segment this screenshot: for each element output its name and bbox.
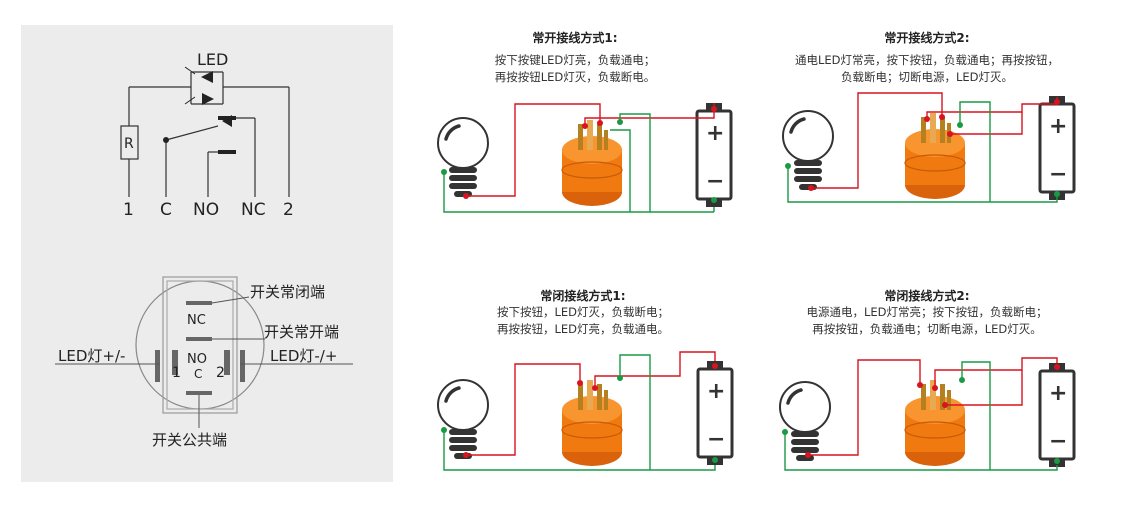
panel-4-title: 常闭接线方式2: (884, 289, 970, 303)
panel-2-line-2: 负载断电；切断电源，LED灯灭。 (840, 70, 1014, 84)
label-led-left: LED灯+/- (58, 347, 125, 365)
battery-plus-2: + (1049, 114, 1067, 139)
panel-2-desc: 通电LED灯常亮，按下按钮，负载通电；再按按钮， 负载断电；切断电源，LED灯灭… (777, 52, 1077, 86)
panel-1-title: 常开接线方式1: (532, 31, 618, 45)
pin-c-mark: C (194, 367, 202, 381)
pin-2-mark: 2 (216, 365, 225, 381)
pin-nc-mark: NC (187, 313, 206, 328)
label-switch-common: 开关公共端 (152, 431, 227, 449)
panel-1-desc: 按下按键LED灯亮，负载通电； 再按按钮LED灯灭，负载断电。 (455, 52, 695, 86)
label-switch-no: 开关常开端 (264, 323, 339, 341)
pinout-drawing (135, 276, 265, 414)
terminal-c: C (160, 200, 172, 220)
panel-3-desc: 按下按钮，LED灯灭，负载断电； 再按按钮，LED灯亮，负载通电。 (463, 304, 703, 338)
terminal-no: NO (193, 200, 219, 220)
label-led-right: LED灯-/+ (270, 347, 337, 365)
pinout-leaders (55, 296, 353, 428)
schematic (120, 71, 290, 197)
wiring-panel-2: + − (781, 92, 1076, 203)
terminal-2: 2 (283, 200, 294, 220)
pin-no-mark: NO (187, 352, 207, 367)
panel-2-line-1: 通电LED灯常亮，按下按钮，负载通电；再按按钮， (794, 53, 1060, 67)
label-switch-nc: 开关常闭端 (250, 283, 325, 301)
panel-4-desc: 电源通电，LED灯常亮；按下按钮，负载断电； 再按按钮，负载通电；切断电源，LE… (787, 304, 1067, 338)
panel-1-line-2: 再按按钮LED灯灭，负载断电。 (494, 70, 656, 84)
panel-4-line-2: 再按按钮，负载通电；切断电源，LED灯灭。 (812, 322, 1042, 336)
resistor-label: R (124, 136, 134, 152)
terminal-nc: NC (241, 200, 266, 220)
panel-3-line-2: 再按按钮，LED灯亮，负载通电。 (496, 322, 670, 336)
panel-4-line-1: 电源通电，LED灯常亮；按下按钮，负载断电； (806, 305, 1048, 319)
battery-minus-3: − (707, 427, 725, 452)
panel-2-title: 常开接线方式2: (884, 31, 970, 45)
wiring-panel-3: + − (436, 351, 734, 471)
battery-minus-4: − (1049, 429, 1067, 454)
panel-1-line-1: 按下按键LED灯亮，负载通电； (494, 53, 656, 67)
battery-plus-1: + (706, 121, 724, 146)
wiring-panel-4: + − (778, 357, 1076, 471)
terminal-1: 1 (123, 200, 134, 220)
battery-plus-4: + (1049, 381, 1067, 406)
wiring-panel-1: + − (436, 101, 733, 213)
panel-3-title: 常闭接线方式1: (540, 289, 626, 303)
panel-3-line-1: 按下按钮，LED灯灭，负载断电； (496, 305, 670, 319)
schematic-marks (163, 66, 236, 154)
led-label: LED (197, 50, 228, 69)
battery-minus-1: − (706, 169, 724, 194)
battery-minus-2: − (1049, 162, 1067, 187)
battery-plus-3: + (707, 379, 725, 404)
pin-1-mark: 1 (172, 365, 181, 381)
